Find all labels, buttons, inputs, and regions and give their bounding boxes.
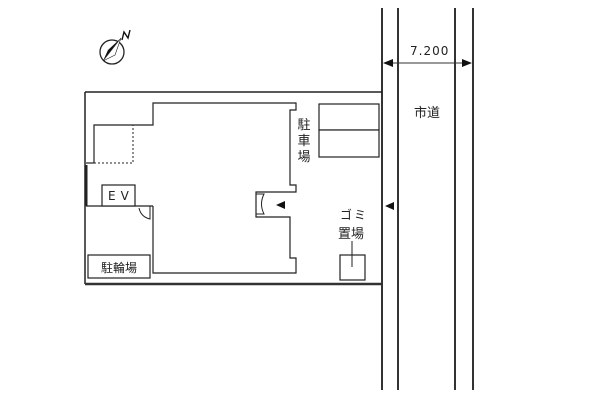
building-entrance-marker-icon bbox=[276, 201, 285, 209]
door-swing-icon bbox=[138, 206, 151, 220]
road-name-label: 市道 bbox=[414, 106, 441, 121]
parking-label-char: 車 bbox=[297, 134, 311, 149]
north-arrow-icon bbox=[99, 29, 131, 65]
arrow-right-icon bbox=[462, 59, 472, 67]
elevator-box bbox=[101, 184, 136, 207]
parking-space bbox=[318, 103, 380, 131]
garbage-label-line2: 置場 bbox=[338, 227, 365, 242]
bicycle-parking-label: 駐輪場 bbox=[101, 261, 138, 275]
site-boundary bbox=[84, 91, 382, 286]
site-entrance-marker-icon bbox=[385, 202, 394, 210]
elevator-label: EV bbox=[108, 189, 134, 203]
dashed-zone-outline bbox=[94, 125, 134, 164]
north-letter-icon bbox=[121, 29, 131, 41]
arrow-left-icon bbox=[383, 59, 393, 67]
garbage-area-box bbox=[339, 254, 366, 281]
road-lines bbox=[381, 8, 474, 390]
parking-label: 駐 車 場 bbox=[296, 118, 312, 166]
road-width-dimension: 7.200 bbox=[410, 44, 450, 58]
parking-label-char: 場 bbox=[297, 150, 311, 165]
parking-space bbox=[318, 129, 380, 158]
parking-label-char: 駐 bbox=[297, 118, 311, 133]
dimension-line bbox=[383, 59, 472, 67]
building-outline bbox=[93, 102, 297, 274]
entrance-door-icon bbox=[256, 193, 265, 215]
garbage-label-line1: ゴミ bbox=[340, 208, 369, 222]
bicycle-parking-box bbox=[87, 254, 151, 279]
